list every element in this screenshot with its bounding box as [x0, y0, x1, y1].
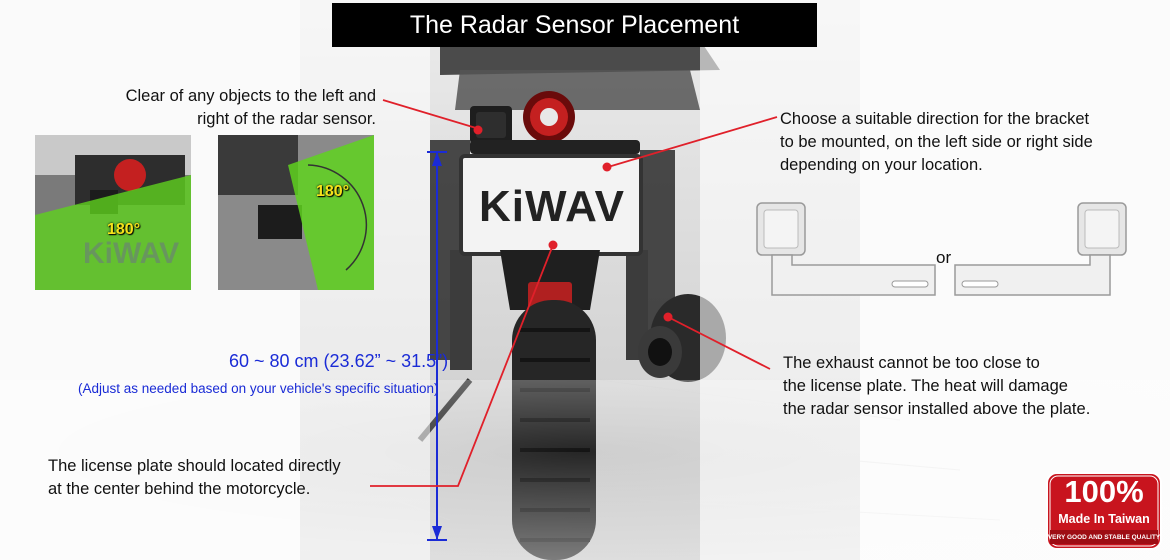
distance-advice: (Adjust as needed based on your vehicle'…	[78, 381, 439, 396]
or-label: or	[936, 248, 952, 267]
made-in-taiwan-badge: 100% Made In Taiwan VERY GOOD AND STABLE…	[1046, 472, 1162, 550]
thumbnail-left-clearance: KiWAV 180°	[35, 135, 191, 290]
badge-made-in: Made In Taiwan	[1058, 512, 1150, 526]
thumbnail-right-clearance: 180°	[218, 135, 374, 290]
note-exhaust: The exhaust cannot be too close to the l…	[783, 354, 1091, 418]
angle-label: 180°	[316, 183, 350, 200]
note-license-plate: The license plate should located directl…	[48, 457, 341, 498]
bracket-right-option	[954, 202, 1127, 296]
distance-range: 60 ~ 80 cm (23.62” ~ 31.5”)	[229, 351, 449, 371]
angle-label: 180°	[107, 221, 141, 238]
badge-percent: 100%	[1064, 474, 1144, 509]
svg-text:KiWAV: KiWAV	[83, 237, 179, 270]
badge-quality: VERY GOOD AND STABLE QUALITY	[1047, 534, 1161, 541]
plate-brand-text: KiWAV	[479, 182, 625, 231]
page-title: The Radar Sensor Placement	[332, 3, 817, 47]
bracket-left-option	[756, 202, 936, 296]
note-clear-objects: Clear of any objects to the left and rig…	[125, 87, 376, 128]
note-bracket-direction: Choose a suitable direction for the brac…	[780, 110, 1093, 174]
